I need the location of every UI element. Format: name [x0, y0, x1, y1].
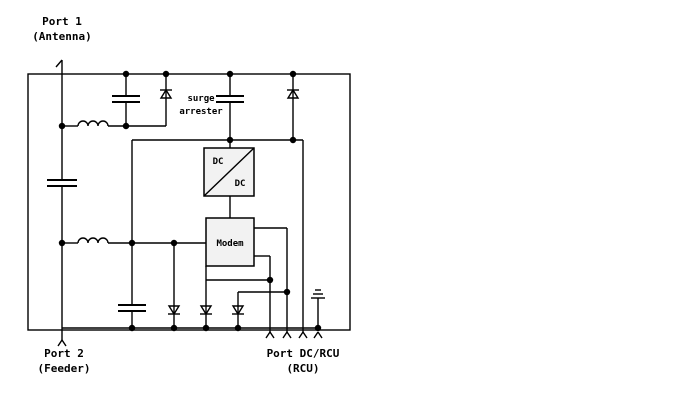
diode-bottom-1	[167, 243, 181, 328]
dcdc-converter: DC DC	[203, 147, 255, 197]
diode-top-right	[286, 74, 300, 140]
dcdc-bottom-label: DC	[235, 179, 246, 189]
modem-label: Modem	[216, 239, 244, 249]
modem-outputs	[254, 227, 288, 332]
junction-dots	[58, 70, 322, 332]
capacitor-bottom-left	[118, 243, 146, 328]
dc-port-terminals	[265, 331, 323, 339]
port1-sublabel: (Antenna)	[32, 30, 92, 43]
dcdc-top-label: DC	[213, 157, 224, 167]
enclosure-outline	[27, 73, 351, 331]
dc-rail	[131, 139, 304, 332]
surge-label-1: surge	[187, 94, 215, 104]
series-capacitor	[47, 179, 77, 187]
modem-block: Modem	[205, 217, 255, 267]
port1-terminal	[55, 59, 63, 68]
ground-icon	[311, 289, 325, 328]
port2-sublabel: (Feeder)	[38, 362, 91, 375]
capacitor-top-left	[112, 74, 140, 126]
port2-terminal	[57, 339, 67, 347]
port1-label: Port 1	[42, 15, 82, 28]
port-dc-sublabel: (RCU)	[286, 362, 319, 375]
port2-label: Port 2	[44, 347, 84, 360]
surge-diode	[126, 74, 173, 127]
surge-label-2: arrester	[179, 107, 223, 117]
diode-bottom-3	[231, 291, 287, 328]
upper-inductor	[62, 120, 126, 127]
port-dc-label: Port DC/RCU	[267, 347, 340, 360]
diode-bottom-2	[199, 266, 270, 328]
